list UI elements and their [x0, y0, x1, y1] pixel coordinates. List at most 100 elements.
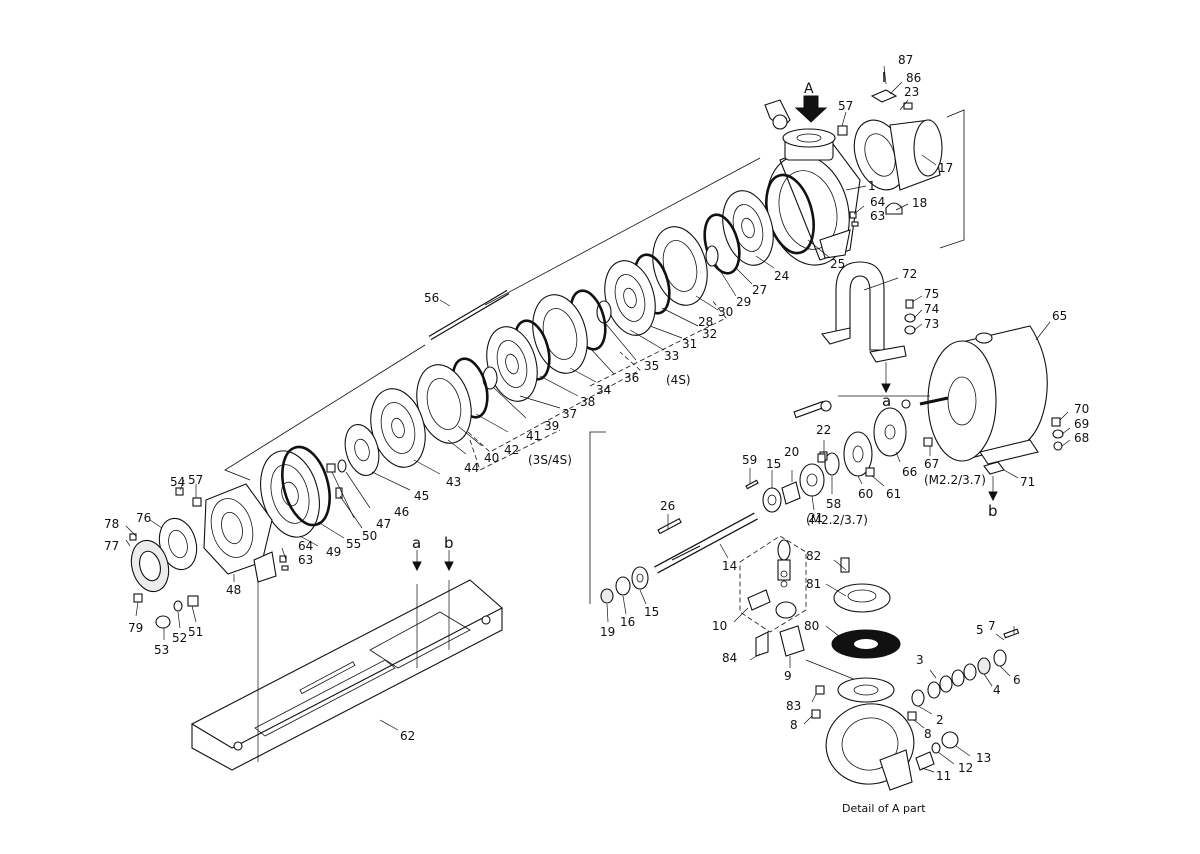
motor-65 [919, 325, 1048, 465]
callout-35: 35 [644, 359, 659, 373]
callout-34: 34 [596, 383, 611, 397]
note-3s4s: (3S/4S) [528, 453, 572, 467]
callout-27: 27 [752, 283, 767, 297]
discharge-casing-1 [766, 128, 861, 266]
callout-71: 71 [1020, 475, 1035, 489]
callout-11: 11 [936, 769, 951, 783]
elbow-fitting [764, 99, 791, 130]
callout-15-upper: 15 [766, 457, 781, 471]
callout-57-left: 57 [188, 473, 203, 487]
callout-58: 58 [826, 497, 841, 511]
callout-81: 81 [806, 577, 821, 591]
assembly-line-top [484, 157, 761, 306]
callout-numbers: 1 2 3 4 5 6 7 8 8 9 10 11 12 13 14 15 15… [104, 53, 1089, 783]
fitting-10 [747, 539, 797, 619]
callout-47: 47 [376, 517, 391, 531]
seal-parts-2-6 [911, 628, 1020, 707]
callout-52: 52 [172, 631, 187, 645]
callout-21: 21 [808, 511, 823, 525]
callout-13: 13 [976, 751, 991, 765]
callout-61: 61 [886, 487, 901, 501]
callout-7: 7 [988, 619, 996, 633]
nut-19 [600, 588, 614, 604]
motor-bracket-17 [853, 119, 943, 191]
detail-caption: Detail of A part [842, 802, 926, 815]
callout-12: 12 [958, 761, 973, 775]
detail-box [739, 535, 807, 633]
diffuser-32 [604, 260, 656, 336]
impeller-45 [344, 423, 380, 477]
coupling-half-60 [843, 431, 873, 477]
callout-9: 9 [784, 669, 792, 683]
bearing-cover-21 [799, 463, 825, 497]
leader-lines [125, 65, 1071, 773]
callout-48: 48 [226, 583, 241, 597]
base-plate-62 [190, 579, 503, 771]
callout-22: 22 [816, 423, 831, 437]
callout-62: 62 [400, 729, 415, 743]
flange-77 [130, 539, 170, 593]
assembly-line-upper [224, 344, 426, 481]
diffuser-24 [722, 190, 774, 266]
spacer-29 [705, 245, 719, 267]
callout-8-right: 8 [924, 727, 932, 741]
callout-67: 67 [924, 457, 939, 471]
callout-59: 59 [742, 453, 757, 467]
cap-18 [885, 202, 903, 215]
callout-37: 37 [562, 407, 577, 421]
note-m22-67: (M2.2/3.7) [924, 473, 986, 487]
callout-42: 42 [504, 443, 519, 457]
callout-18: 18 [912, 196, 927, 210]
callout-57-top: 57 [838, 99, 853, 113]
detail-casing [825, 677, 915, 791]
tag-84 [755, 631, 769, 657]
callout-54: 54 [170, 475, 185, 489]
bolt-82 [840, 557, 850, 573]
callout-64-right: 64 [870, 195, 885, 209]
callout-80: 80 [804, 619, 819, 633]
callout-23: 23 [904, 85, 919, 99]
callout-20: 20 [784, 445, 799, 459]
callout-46: 46 [394, 505, 409, 519]
callout-69: 69 [1074, 417, 1089, 431]
callout-43: 43 [446, 475, 461, 489]
callout-44: 44 [464, 461, 479, 475]
view-arrow-a [794, 95, 828, 123]
assembly-line-shaft [589, 431, 606, 604]
callout-56: 56 [424, 291, 439, 305]
callout-26: 26 [660, 499, 675, 513]
callout-74: 74 [924, 302, 939, 316]
callout-41: 41 [526, 429, 541, 443]
callout-49: 49 [326, 545, 341, 559]
bolt-64-63-top [849, 211, 859, 227]
callout-66: 66 [902, 465, 917, 479]
callout-19: 19 [600, 625, 615, 639]
callout-70: 70 [1074, 402, 1089, 416]
key-59 [745, 479, 759, 490]
callout-32: 32 [702, 327, 717, 341]
label-a-right: a [882, 392, 891, 410]
bolt-50 [335, 487, 343, 499]
callout-1: 1 [868, 179, 876, 193]
callout-51: 51 [188, 625, 203, 639]
arrow-b-right [988, 491, 998, 502]
shaft-14 [654, 512, 758, 574]
arrow-a-right [881, 383, 891, 394]
callout-38: 38 [580, 395, 595, 409]
callout-63-left: 63 [298, 553, 313, 567]
nut-57-top [837, 125, 848, 136]
callout-87: 87 [898, 53, 913, 67]
callout-72: 72 [902, 267, 917, 281]
note-4s: (4S) [666, 373, 691, 387]
callout-55: 55 [346, 537, 361, 551]
callout-86: 86 [906, 71, 921, 85]
callout-40: 40 [484, 451, 499, 465]
callout-8-left: 8 [790, 718, 798, 732]
bracket-3s4s-low [469, 429, 561, 471]
callout-17: 17 [938, 161, 953, 175]
impeller-28 [652, 226, 708, 306]
motor-bolts-68-70 [1051, 417, 1064, 451]
callout-65: 65 [1052, 309, 1067, 323]
bearing-15-upper [762, 487, 782, 513]
callout-82: 82 [806, 549, 821, 563]
